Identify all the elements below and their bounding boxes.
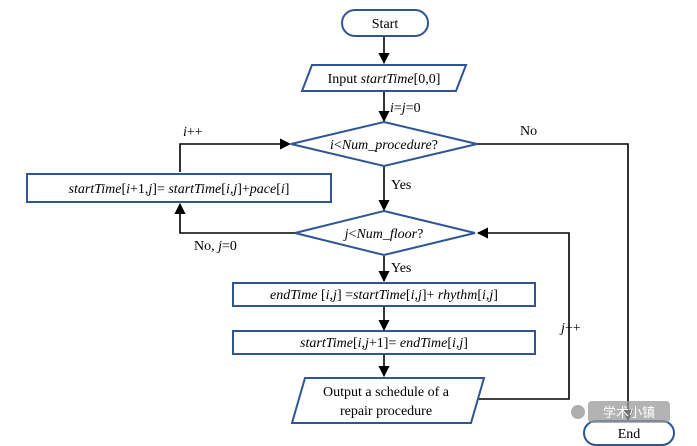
start-node: Start	[341, 9, 429, 37]
watermark-text: 学术小镇	[603, 405, 655, 421]
end-label: End	[618, 427, 641, 442]
endtime-label: endTime [i,j] =startTime[i,j]+ rhythm[i,…	[270, 288, 498, 303]
update-starttime-node: startTime[i+1,j]= startTime[i,j]+pace[i]	[26, 173, 332, 203]
update-starttime-label: startTime[i+1,j]= startTime[i,j]+pace[i]	[69, 182, 290, 197]
next-starttime-node: startTime[i,j+1]= endTime[i,j]	[232, 330, 536, 355]
wechat-icon	[571, 405, 585, 419]
label-i-increment: i++	[183, 125, 203, 140]
output-label-line1: Output a schedule of a	[323, 385, 450, 400]
arrow-update-to-cond-i	[179, 138, 292, 172]
decision-j-label: j<Num_floor?	[343, 227, 424, 242]
start-label: Start	[372, 17, 399, 32]
endtime-node: endTime [i,j] =startTime[i,j]+ rhythm[i,…	[232, 282, 536, 307]
input-node: Input startTime[0,0]	[300, 64, 468, 92]
label-init-ij: i=j=0	[390, 101, 421, 116]
watermark: 学术小镇	[571, 401, 670, 423]
label-yes-i: Yes	[391, 178, 411, 193]
connectors	[174, 36, 634, 422]
arrow-no-to-end	[477, 143, 634, 422]
decision-i-node: i<Num_procedure?	[290, 120, 478, 168]
end-node: End	[583, 420, 675, 446]
output-label-line2: repair procedure	[340, 404, 432, 419]
input-label: Input startTime[0,0]	[328, 72, 441, 87]
output-node: Output a schedule of a repair procedure	[290, 377, 486, 424]
label-no-j: No, j=0	[194, 239, 237, 254]
label-no-i: No	[520, 124, 537, 139]
label-yes-j: Yes	[391, 261, 411, 276]
next-starttime-label: startTime[i,j+1]= endTime[i,j]	[300, 336, 468, 351]
arrow-output-loop-to-cond-j	[472, 227, 570, 400]
arrow-cond-j-no-to-update	[174, 202, 296, 234]
label-j-increment: j++	[559, 321, 581, 336]
decision-i-label: i<Num_procedure?	[330, 138, 438, 153]
decision-j-node: j<Num_floor?	[294, 209, 476, 257]
